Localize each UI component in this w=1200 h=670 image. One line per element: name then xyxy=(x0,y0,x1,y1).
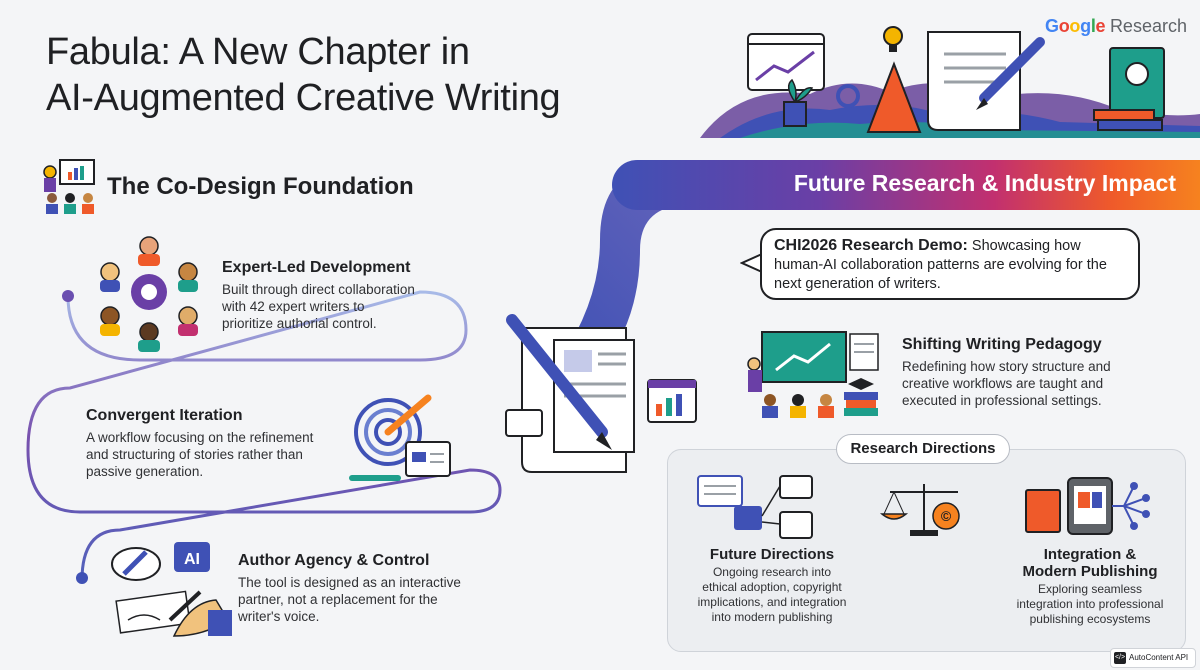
author-agency-card: Author Agency & Control The tool is desi… xyxy=(238,552,498,625)
future-directions-card: Future Directions Ongoing research into … xyxy=(672,546,872,625)
future-directions-line-4: into modern publishing xyxy=(711,610,833,624)
gear-icon xyxy=(836,84,860,108)
classroom-icon xyxy=(747,331,879,418)
convergent-iteration-line-2: and structuring of stories rather than xyxy=(86,447,303,462)
future-research-heading: Future Research & Industry Impact xyxy=(793,170,1176,196)
future-research-banner: Future Research & Industry Impact xyxy=(612,160,1200,210)
pedagogy-card: Shifting Writing Pedagogy Redefining how… xyxy=(902,336,1172,409)
page-title-line-2: AI-Augmented Creative Writing xyxy=(46,77,561,119)
header-illustration xyxy=(700,26,1200,138)
autocontent-api-badge: </>AutoContent API xyxy=(1110,648,1196,668)
chi2026-demo-callout: CHI2026 Research Demo: Showcasing how hu… xyxy=(760,228,1140,300)
pedagogy-title: Shifting Writing Pedagogy xyxy=(902,336,1102,353)
ai-badge-text: AI xyxy=(184,551,200,568)
expert-team-icon xyxy=(100,236,198,352)
code-icon: </> xyxy=(1114,652,1126,664)
autocontent-api-label: AutoContent API xyxy=(1129,653,1189,662)
pen-icon xyxy=(976,37,1045,110)
convergent-iteration-line-3: passive generation. xyxy=(86,464,204,479)
chi2026-demo-label: CHI2026 Research Demo: xyxy=(774,237,968,254)
document-pen-icon xyxy=(505,314,697,473)
convergent-iteration-line-1: A workflow focusing on the refinement xyxy=(86,430,314,445)
expert-led-line-3: prioritize authorial control. xyxy=(222,316,377,331)
expert-led-line-2: with 42 expert writers to xyxy=(222,299,365,314)
plant-icon xyxy=(783,78,814,127)
target-spiral-icon xyxy=(349,394,451,481)
future-directions-line-3: implications, and integration xyxy=(697,595,847,609)
flow-start-dot xyxy=(62,290,74,302)
author-agency-line-1: The tool is designed as an interactive xyxy=(238,575,461,590)
svg-text:©: © xyxy=(941,508,952,524)
integration-line-1: Exploring seamless xyxy=(1037,582,1143,596)
pedagogy-line-3: executed in professional settings. xyxy=(902,393,1102,408)
workflow-diagram-icon xyxy=(697,475,813,539)
future-directions-line-1: Ongoing research into xyxy=(712,565,832,579)
google-research-logo: Google Research xyxy=(1045,16,1187,37)
scales-copyright-icon: © xyxy=(880,484,960,536)
flow-end-dot xyxy=(76,572,88,584)
future-directions-title: Future Directions xyxy=(709,546,835,563)
analytics-window-icon xyxy=(747,33,825,91)
co-design-heading: The Co-Design Foundation xyxy=(107,173,414,200)
author-agency-line-3: writer's voice. xyxy=(238,609,320,624)
author-writing-icon: AI xyxy=(111,542,232,637)
scroll-paper-icon xyxy=(927,31,1021,131)
pedagogy-line-1: Redefining how story structure and xyxy=(902,359,1111,374)
expert-led-title: Expert-Led Development xyxy=(222,259,411,276)
convergent-iteration-title: Convergent Iteration xyxy=(86,407,243,424)
lightbulb-icon xyxy=(883,26,903,52)
convergent-iteration-card: Convergent Iteration A workflow focusing… xyxy=(86,407,376,480)
integration-title-line-2: Modern Publishing xyxy=(1022,563,1158,580)
digital-publishing-icon xyxy=(1025,477,1150,535)
chi2026-demo-text: Showcasing how human-AI collaboration pa… xyxy=(774,238,1107,292)
integration-line-3: publishing ecosystems xyxy=(1029,612,1151,626)
research-wordmark: Research xyxy=(1109,16,1187,36)
expert-led-line-1: Built through direct collaboration xyxy=(222,282,415,297)
expert-led-card: Expert-Led Development Built through dir… xyxy=(222,259,482,332)
future-directions-line-2: ethical adoption, copyright xyxy=(702,580,842,594)
google-wordmark: Google xyxy=(1045,16,1106,36)
integration-title-line-1: Integration & xyxy=(1043,546,1137,563)
integration-line-2: integration into professional xyxy=(1016,597,1164,611)
page-title-line-1: Fabula: A New Chapter in xyxy=(46,31,470,73)
author-agency-title: Author Agency & Control xyxy=(238,552,430,569)
integration-card: Integration & Modern Publishing Explorin… xyxy=(990,546,1190,627)
presentation-icon xyxy=(43,159,95,214)
pedagogy-line-2: creative workflows are taught and xyxy=(902,376,1104,391)
research-directions-label: Research Directions xyxy=(836,434,1010,464)
book-lightbulb-icon xyxy=(1093,47,1165,131)
author-agency-line-2: partner, not a replacement for the xyxy=(238,592,438,607)
